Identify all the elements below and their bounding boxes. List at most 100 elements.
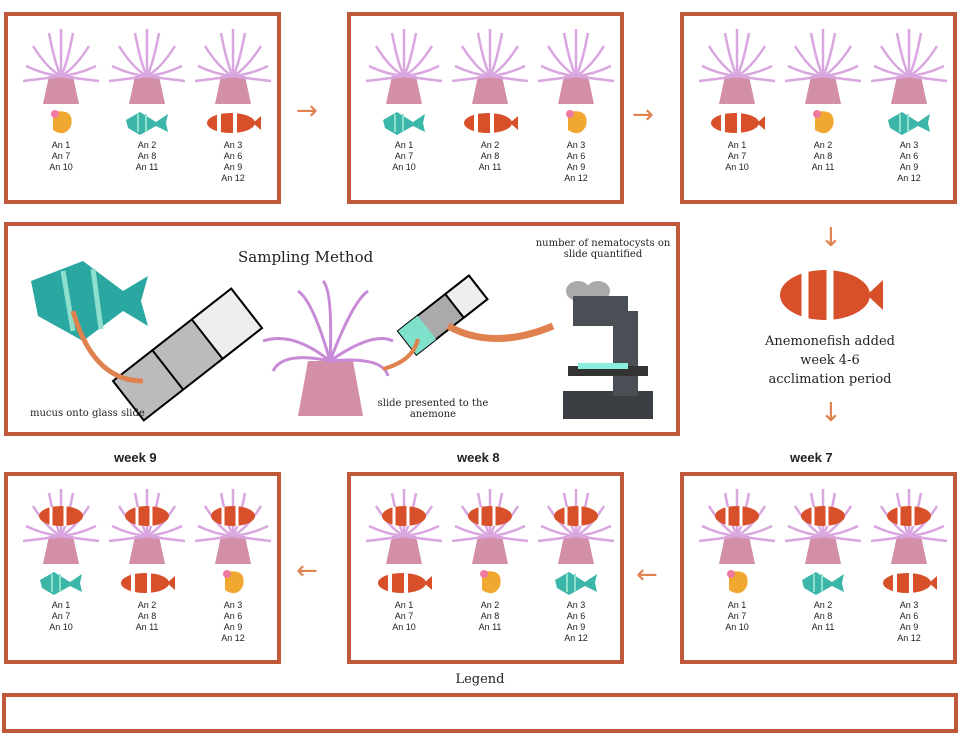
anemone-id: An 12: [221, 633, 245, 643]
anemone-id: An 2: [813, 140, 833, 150]
anemone-id: An 6: [223, 611, 243, 621]
teal-fish-icon: [802, 572, 844, 595]
clownfish-icon: [378, 573, 432, 593]
anemone-id: An 3: [566, 600, 586, 610]
anemone-icon: [537, 489, 615, 564]
anemone-id: An 12: [897, 633, 921, 643]
anemone-id: An 6: [899, 151, 919, 161]
clownfish-icon: [883, 573, 937, 593]
glass-slide-icon: [396, 274, 489, 357]
anemone-id: An 8: [480, 611, 500, 621]
anemone-id: An 11: [135, 622, 159, 632]
clownfish-icon: [801, 506, 845, 526]
teal-fish-icon: [383, 112, 425, 135]
anemone-id: An 3: [223, 600, 243, 610]
acclimation-line3: acclimation period: [768, 372, 892, 387]
clownfish-icon: [125, 506, 169, 526]
anemone-id: An 7: [394, 151, 414, 161]
shrimp-icon: [727, 570, 748, 594]
anemone-id: An 6: [566, 151, 586, 161]
anemone-icon: [451, 29, 529, 104]
anemone-id: An 12: [564, 173, 588, 183]
anemone-id: An 1: [394, 600, 414, 610]
left-arrow-icon: ←: [636, 560, 658, 590]
anemone-id: An 1: [727, 600, 747, 610]
anemone-icon: [365, 29, 443, 104]
shrimp-icon: [51, 110, 72, 134]
glass-slide-icon: [111, 287, 264, 422]
anemone-id: An 10: [49, 622, 73, 632]
anemone-icon: [870, 489, 948, 564]
anemone-icon: [784, 489, 862, 564]
anemone-id: An 3: [899, 140, 919, 150]
anemone-id: An 1: [51, 140, 71, 150]
anemone-id: An 9: [566, 162, 586, 172]
sampling-method-panel: Sampling Method mucus onto glass slide s…: [4, 222, 680, 436]
down-arrow-icon: ↓: [820, 223, 842, 253]
anemone-id: An 9: [223, 162, 243, 172]
anemone-id: An 6: [566, 611, 586, 621]
shrimp-icon: [566, 110, 587, 134]
anemone-id: An 8: [137, 611, 157, 621]
anemone-id: An 2: [137, 140, 157, 150]
anemone-id: An 11: [811, 622, 835, 632]
anemone-id: An 10: [49, 162, 73, 172]
anemone-id: An 1: [727, 140, 747, 150]
anemone-id: An 10: [725, 622, 749, 632]
anemone-id: An 11: [135, 162, 159, 172]
clownfish-icon: [207, 113, 261, 133]
anemone-icon: [194, 489, 272, 564]
anemone-icon: [698, 29, 776, 104]
anemone-id: An 7: [727, 151, 747, 161]
week-label: week 7: [790, 450, 833, 465]
legend-title: Legend: [455, 672, 505, 687]
anemone-id: An 6: [899, 611, 919, 621]
anemone-icon: [22, 489, 100, 564]
step-quantify-label: number of nematocysts on slide quantifie…: [535, 238, 671, 260]
anemone-id: An 1: [51, 600, 71, 610]
anemone-icon: [365, 489, 443, 564]
anemone-id: An 10: [392, 622, 416, 632]
step-present-label: slide presented to the anemone: [377, 398, 489, 420]
anemone-id: An 11: [478, 622, 502, 632]
anemone-icon: [537, 29, 615, 104]
teal-fish-icon: [40, 572, 82, 595]
anemone-id: An 2: [813, 600, 833, 610]
anemone-icon: [698, 489, 776, 564]
anemone-id: An 7: [51, 151, 71, 161]
shrimp-icon: [813, 110, 834, 134]
anemone-id: An 7: [51, 611, 71, 621]
microscope-icon: [563, 281, 653, 419]
anemone-icon: [108, 29, 186, 104]
clownfish-icon: [711, 113, 765, 133]
anemone-id: An 9: [899, 622, 919, 632]
anemone-icon: [870, 29, 948, 104]
clownfish-icon: [887, 506, 931, 526]
arrow-icon: [70, 310, 144, 384]
anemone-id: An 12: [897, 173, 921, 183]
